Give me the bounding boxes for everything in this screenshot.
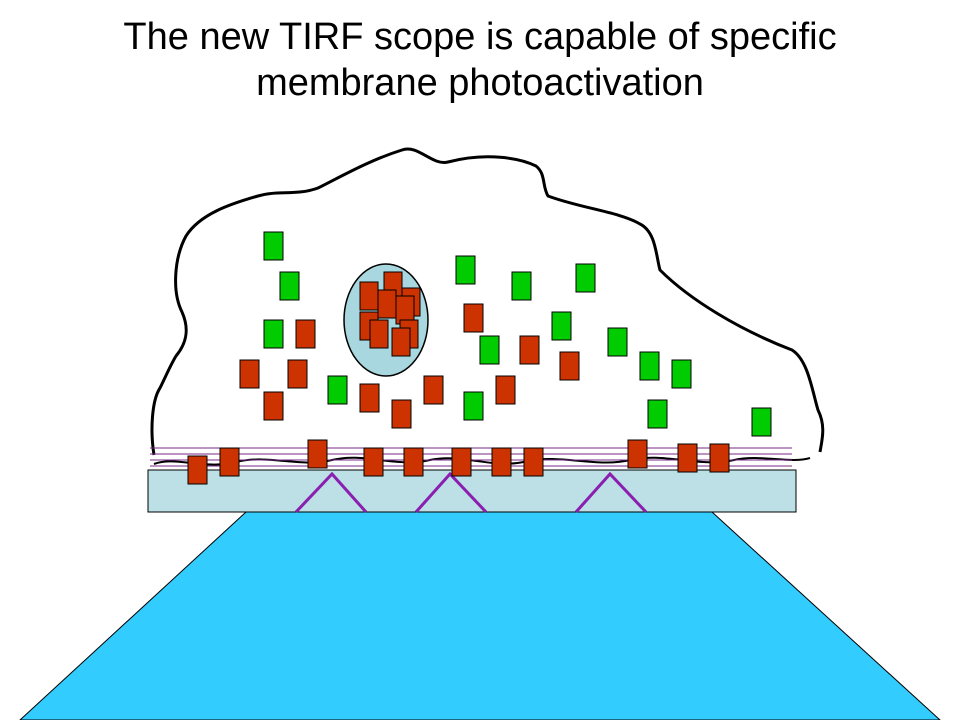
- laser-beam: [574, 471, 648, 514]
- slide-title: The new TIRF scope is capable of specifi…: [0, 14, 960, 106]
- inactive-molecule: [575, 263, 596, 293]
- active-molecule: [359, 281, 379, 311]
- active-molecule: [369, 319, 389, 349]
- active-molecule: [495, 375, 516, 405]
- inactive-molecule: [607, 327, 628, 357]
- active-molecule: [519, 335, 540, 365]
- active-molecule: [391, 327, 411, 357]
- inactive-molecule: [263, 319, 284, 349]
- membrane-molecule: [709, 443, 730, 473]
- membrane-molecule: [677, 443, 698, 473]
- objective-lens: [19, 511, 941, 720]
- title-line-1: The new TIRF scope is capable of specifi…: [123, 16, 837, 58]
- laser-beam: [294, 471, 368, 514]
- membrane-molecule: [363, 447, 384, 477]
- inactive-molecule: [671, 359, 692, 389]
- membrane-molecule: [451, 447, 472, 477]
- inactive-molecule: [463, 391, 484, 421]
- inactive-molecule: [551, 311, 572, 341]
- membrane-molecule: [403, 447, 424, 477]
- inactive-molecule: [479, 335, 500, 365]
- nucleus-molecules: [359, 271, 421, 357]
- active-molecule: [377, 289, 397, 319]
- inactive-molecules: [263, 231, 772, 437]
- membrane-molecule: [307, 439, 328, 469]
- active-molecules: [239, 303, 580, 429]
- active-molecule: [295, 319, 316, 349]
- active-molecule: [239, 359, 260, 389]
- coverslip: [147, 469, 797, 513]
- inactive-molecule: [751, 407, 772, 437]
- active-molecule: [263, 391, 284, 421]
- active-molecule: [359, 383, 380, 413]
- active-molecule: [423, 375, 444, 405]
- membrane-molecules: [187, 439, 730, 485]
- cell-outline: [150, 147, 825, 456]
- inactive-molecule: [647, 399, 668, 429]
- laser-beams: [294, 471, 648, 514]
- inactive-molecule: [639, 351, 660, 381]
- membrane-molecule: [491, 447, 512, 477]
- active-molecule: [463, 303, 484, 333]
- membrane-molecule: [523, 447, 544, 477]
- membrane-molecule: [219, 447, 240, 477]
- inactive-molecule: [263, 231, 284, 261]
- membrane-molecule: [627, 439, 648, 469]
- inactive-molecule: [279, 271, 300, 301]
- title-line-2: membrane photoactivation: [256, 62, 704, 104]
- active-molecule: [559, 351, 580, 381]
- inactive-molecule: [455, 255, 476, 285]
- membrane-molecule: [187, 455, 208, 485]
- inactive-molecule: [511, 271, 532, 301]
- active-molecule: [287, 359, 308, 389]
- active-molecule: [391, 399, 412, 429]
- laser-beam: [414, 471, 488, 514]
- inactive-molecule: [327, 375, 348, 405]
